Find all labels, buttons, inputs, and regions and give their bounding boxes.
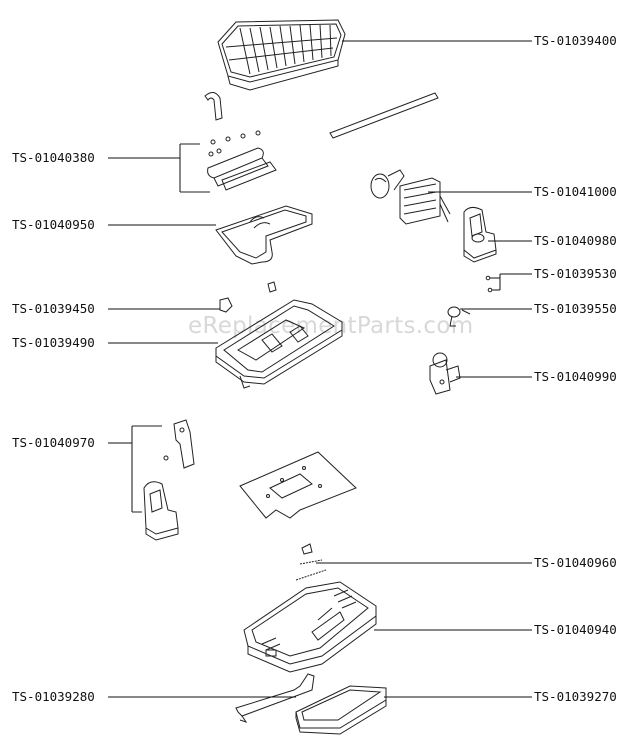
- handle-drawing: [235, 673, 315, 723]
- base-housing-drawing: [243, 581, 377, 673]
- curved-clip-drawing: [204, 92, 223, 121]
- grill-plate-drawing: [217, 19, 346, 91]
- left-hinge-drawing: [132, 419, 195, 541]
- right-hinge-drawing: [463, 206, 497, 263]
- clip-drawing: [219, 297, 233, 313]
- label-base-housing: TS-01040940: [534, 622, 617, 637]
- label-screws: TS-01039530: [534, 266, 617, 281]
- drip-tray-drawing: [295, 685, 387, 735]
- label-handle: TS-01039280: [12, 689, 95, 704]
- heating-element-drawing: [215, 205, 313, 265]
- watermark: eReplacementParts.com: [188, 313, 474, 339]
- spring-set-drawing: [295, 543, 327, 581]
- right-bracket-drawing: [429, 352, 461, 395]
- label-right-hinge: TS-01040980: [534, 233, 617, 248]
- label-spring-set: TS-01040960: [534, 555, 617, 570]
- label-heating-element: TS-01040950: [12, 217, 95, 232]
- label-right-bracket: TS-01040990: [534, 369, 617, 384]
- bracket-pin-drawing: [447, 306, 471, 327]
- label-bracket-pin: TS-01039550: [534, 301, 617, 316]
- small-clip-drawing: [267, 281, 277, 293]
- label-left-hinge: TS-01040970: [12, 435, 95, 450]
- thermostat-drawing: [370, 169, 451, 225]
- leader-lines-left: [108, 144, 296, 698]
- label-thermostat: TS-01041000: [534, 184, 617, 199]
- rod-drawing: [329, 92, 439, 139]
- label-clip: TS-01039450: [12, 301, 95, 316]
- insulation-sheet-drawing: [239, 451, 357, 519]
- label-fastener-kit: TS-01040380: [12, 150, 95, 165]
- label-grill-plate: TS-01039400: [534, 33, 617, 48]
- screws-drawing: [485, 275, 493, 293]
- leader-lines-right: [316, 40, 532, 698]
- fastener-kit-drawing: [180, 130, 277, 193]
- label-upper-frame: TS-01039490: [12, 335, 95, 350]
- upper-frame-drawing: [215, 299, 343, 389]
- label-drip-tray: TS-01039270: [534, 689, 617, 704]
